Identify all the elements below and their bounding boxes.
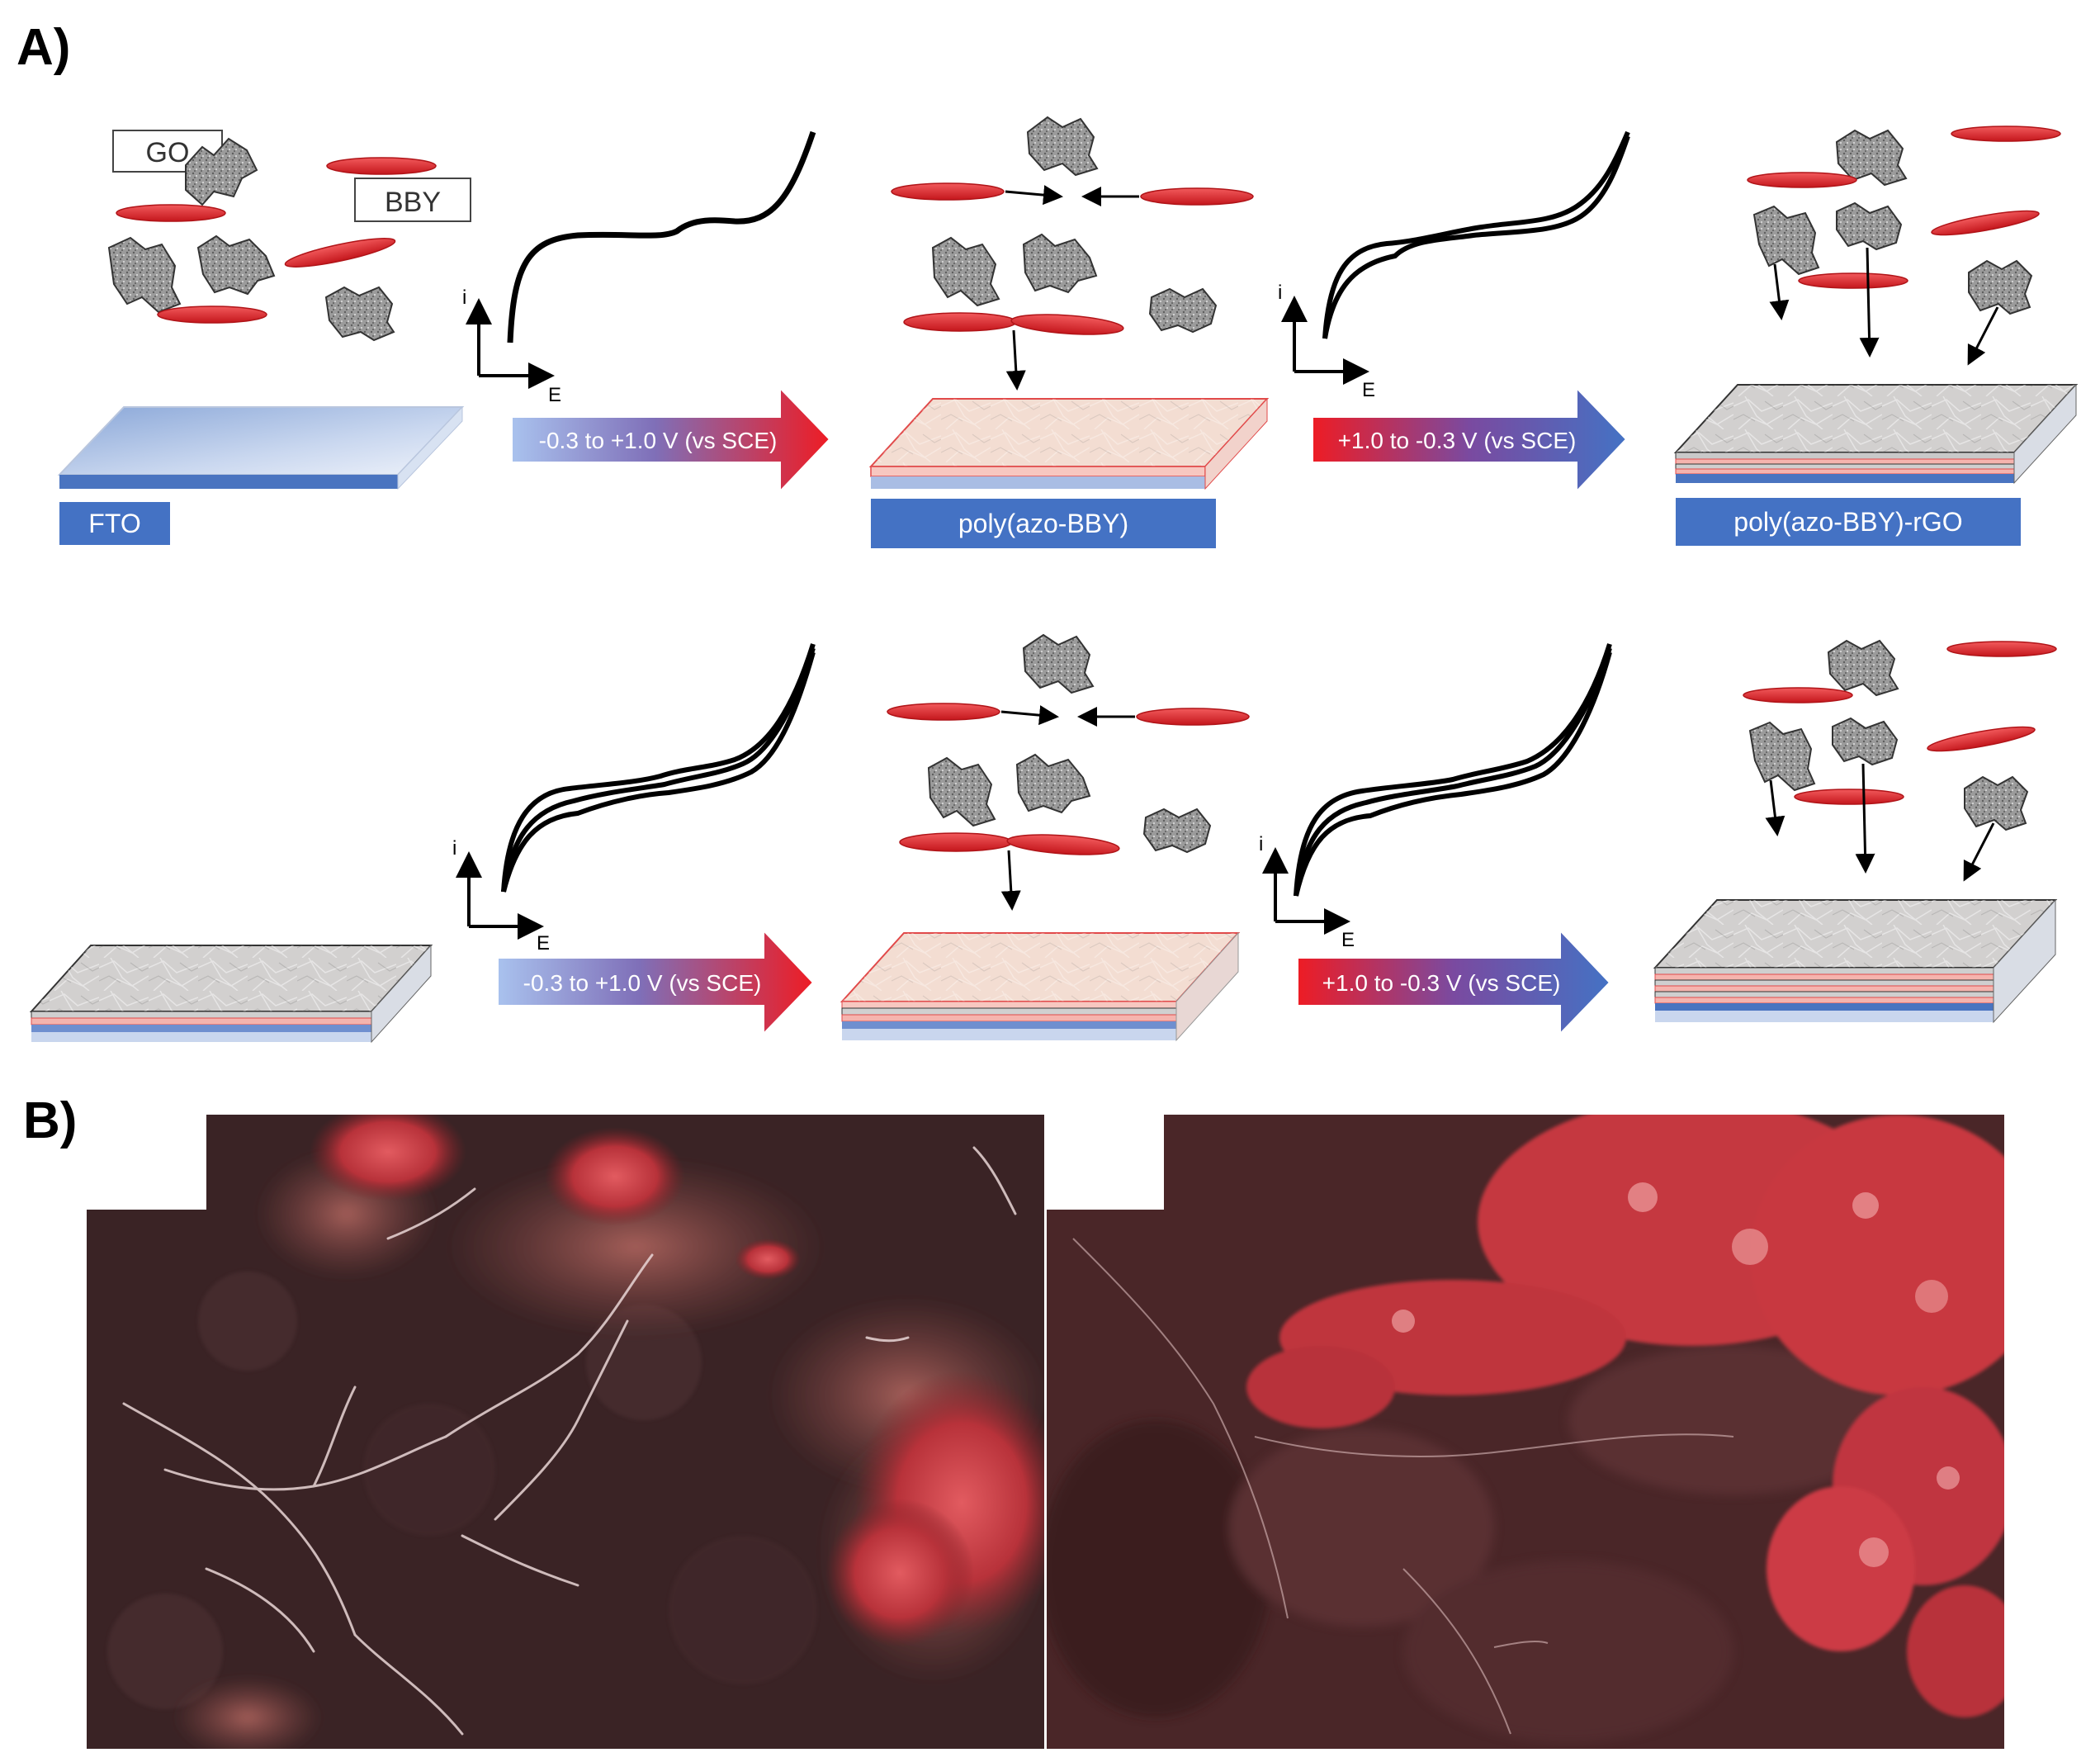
cluster-highlights: [1392, 1182, 1960, 1567]
go-sheet: [1022, 633, 1095, 694]
panel-b-label: B): [23, 1092, 77, 1149]
go-label: GO: [146, 137, 190, 168]
cv-plot: i E: [1259, 643, 1612, 951]
bby-dimer: [899, 832, 1120, 855]
axis-e-label: E: [1341, 929, 1355, 951]
cv-plot: i E: [452, 643, 816, 954]
deposition-scheme-row2: [1743, 639, 2057, 882]
poly-azo-bby-rgo-label: poly(azo-BBY)-rGO: [1676, 498, 2021, 546]
bby-disk: [1798, 272, 1908, 289]
axis-e-label: E: [1362, 379, 1375, 401]
graphene-wrinkles: [122, 1146, 1017, 1736]
cv-trace: [501, 647, 816, 893]
cv-trace: [501, 643, 816, 893]
go-sheet: [931, 236, 1000, 307]
go-sheet: [1752, 205, 1820, 276]
cv-trace: [1294, 643, 1612, 897]
fto-label-text: FTO: [88, 509, 140, 538]
bby-disk: [1743, 687, 1853, 703]
go-sheet: [185, 137, 258, 206]
deposition-scheme-row1: [1747, 126, 2061, 366]
bby-label-box: [354, 178, 471, 222]
sweep-arrow-anodic: -0.3 to +1.0 V (vs SCE): [511, 386, 831, 494]
reagents-mixture-row1: GO BBY: [107, 130, 471, 342]
bby-disk: [891, 182, 1005, 201]
go-sheet: [1968, 259, 2033, 315]
go-sheet: [1026, 116, 1099, 177]
sweep-arrow-cathodic: +1.0 to -0.3 V (vs SCE): [1297, 928, 1611, 1036]
sweep-label: -0.3 to +1.0 V (vs SCE): [539, 428, 778, 453]
bby-disk: [157, 306, 267, 324]
axis-i-label: i: [452, 837, 456, 860]
go-sheet: [1964, 775, 2029, 831]
cv-trace: [1322, 135, 1630, 339]
sweep-label: -0.3 to +1.0 V (vs SCE): [523, 970, 762, 996]
go-sheet: [1142, 808, 1212, 854]
poly-azo-bby-film: [868, 397, 1270, 490]
poly-azo-bby-label-text: poly(azo-BBY): [958, 509, 1128, 538]
bby-disk: [1951, 126, 2061, 142]
bby-disk: [1747, 172, 1857, 188]
fto-label: FTO: [59, 502, 170, 545]
axis-i-label: i: [462, 287, 466, 309]
cv-plot: i E: [1278, 130, 1630, 401]
cv-plot: i E: [462, 130, 816, 406]
bby-disk: [1946, 641, 2057, 657]
sweep-arrow-anodic: -0.3 to +1.0 V (vs SCE): [497, 928, 815, 1036]
bby-disk: [1927, 726, 2036, 752]
bby-label: BBY: [385, 187, 441, 218]
go-sheet: [1748, 721, 1816, 792]
cv-trace: [507, 130, 816, 343]
sweep-label: +1.0 to -0.3 V (vs SCE): [1338, 428, 1577, 453]
bby-disk: [284, 238, 396, 268]
bby-disk: [1794, 789, 1904, 805]
bby-disk: [1140, 187, 1254, 206]
go-sheet: [1827, 639, 1899, 697]
go-sheet: [324, 286, 395, 342]
go-sheet: [107, 236, 182, 314]
cv-trace: [1322, 130, 1630, 339]
poly-azo-bby-rgo-film: [1673, 383, 2079, 485]
sem-image-right: [1047, 1115, 2004, 1749]
go-sheet: [1015, 753, 1091, 814]
poly-azo-bby-label: poly(azo-BBY): [871, 499, 1216, 548]
bby-dimer: [903, 312, 1124, 335]
cv-trace: [1294, 647, 1612, 897]
sweep-arrow-cathodic: +1.0 to -0.3 V (vs SCE): [1312, 386, 1628, 494]
sweep-label: +1.0 to -0.3 V (vs SCE): [1322, 970, 1561, 996]
polymerization-scheme-row1: [891, 116, 1254, 391]
go-sheet: [1836, 201, 1903, 251]
multilayer-film-row2-middle: [840, 931, 1241, 1042]
bby-disk: [887, 703, 1000, 721]
axis-e-label: E: [548, 384, 561, 406]
panel-a-label: A): [17, 19, 70, 76]
axis-i-label: i: [1278, 282, 1282, 304]
fto-substrate: [57, 405, 465, 490]
axis-i-label: i: [1259, 833, 1263, 855]
bby-disk: [116, 204, 226, 222]
graphene-wrinkles: [1072, 1238, 1734, 1735]
go-sheet: [1022, 233, 1098, 294]
bby-disk: [1136, 708, 1250, 726]
cv-trace: [501, 651, 816, 893]
poly-azo-bby-rgo-label-text: poly(azo-BBY)-rGO: [1733, 507, 1962, 537]
go-sheet: [1832, 717, 1899, 766]
red-cluster: [1246, 1115, 2004, 1717]
multilayer-film-row2-right: [1653, 898, 2058, 1024]
multilayer-substrate-row2: [29, 944, 433, 1044]
axis-e-label: E: [537, 932, 550, 954]
sem-image-left: [87, 1115, 1044, 1749]
bby-disk: [1931, 210, 2040, 236]
cv-trace: [1294, 651, 1612, 897]
go-sheet: [927, 756, 996, 827]
polymerization-scheme-row2: [887, 633, 1250, 911]
go-sheet: [1148, 287, 1218, 334]
red-cluster: [310, 1115, 1044, 1647]
bby-disk: [326, 157, 437, 175]
go-sheet: [196, 234, 276, 296]
